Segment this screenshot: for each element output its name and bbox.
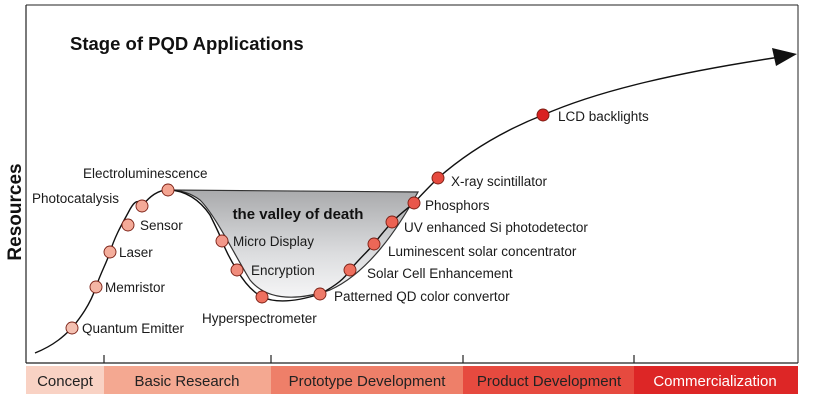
- point-quantum-emitter: [65, 321, 79, 335]
- stage-label-commercialization: Commercialization: [653, 373, 776, 390]
- application-points: [65, 108, 550, 335]
- stage-prototype-development-block: [271, 366, 463, 394]
- point-encryption: [230, 263, 244, 277]
- label-x-ray-scintillator: X-ray scintillator: [451, 174, 548, 189]
- stage-label-prototype-development: Prototype Development: [289, 373, 447, 390]
- label-lcd-backlights: LCD backlights: [558, 109, 649, 124]
- label-uv-enhanced-si-photodetector: UV enhanced Si photodetector: [404, 220, 588, 235]
- diagram-title: Stage of PQD Applications: [70, 33, 304, 54]
- label-sensor: Sensor: [140, 218, 183, 233]
- label-micro-display: Micro Display: [233, 234, 314, 249]
- label-phosphors: Phosphors: [425, 198, 490, 213]
- label-photocatalysis: Photocatalysis: [32, 191, 119, 206]
- label-quantum-emitter: Quantum Emitter: [82, 321, 185, 336]
- point-phosphors: [407, 196, 421, 210]
- point-hyperspectrometer: [255, 290, 269, 304]
- point-luminescent-solar-concentrator: [367, 237, 381, 251]
- point-memristor: [89, 280, 103, 294]
- stage-label-product-development: Product Development: [477, 373, 622, 390]
- stage-concept-block: [26, 366, 104, 394]
- point-patterned-qd-color-convertor: [313, 287, 327, 301]
- y-axis-label: Resources: [5, 163, 26, 260]
- valley-of-death-label: the valley of death: [233, 206, 364, 223]
- label-patterned-qd-color-convertor: Patterned QD color convertor: [334, 289, 510, 304]
- point-uv-enhanced-si-photodetector: [385, 215, 399, 229]
- label-memristor: Memristor: [105, 280, 166, 295]
- label-electroluminescence: Electroluminescence: [83, 166, 208, 181]
- point-lcd-backlights: [536, 108, 550, 122]
- point-x-ray-scintillator: [431, 171, 445, 185]
- stage-commercialization-block: [634, 366, 798, 394]
- stage-band: Concept Basic Research Prototype Develop…: [26, 366, 798, 394]
- point-laser: [103, 245, 117, 259]
- curve-arrowhead: [772, 48, 797, 66]
- stage-label-basic-research: Basic Research: [134, 373, 239, 390]
- label-luminescent-solar-concentrator: Luminescent solar concentrator: [388, 244, 577, 259]
- stage-label-concept: Concept: [37, 373, 94, 390]
- point-solar-cell-enhancement: [343, 263, 357, 277]
- label-laser: Laser: [119, 245, 153, 260]
- stage-product-development-block: [463, 366, 634, 394]
- label-solar-cell-enhancement: Solar Cell Enhancement: [367, 266, 513, 281]
- application-labels: Quantum Emitter Memristor Laser Sensor P…: [32, 109, 649, 336]
- stage-basic-research-block: [104, 366, 271, 394]
- stage-ticks: [103, 355, 635, 363]
- point-micro-display: [215, 234, 229, 248]
- point-sensor: [121, 218, 135, 232]
- label-encryption: Encryption: [251, 263, 315, 278]
- point-electroluminescence: [161, 183, 175, 197]
- label-hyperspectrometer: Hyperspectrometer: [202, 311, 317, 326]
- point-photocatalysis: [135, 199, 149, 213]
